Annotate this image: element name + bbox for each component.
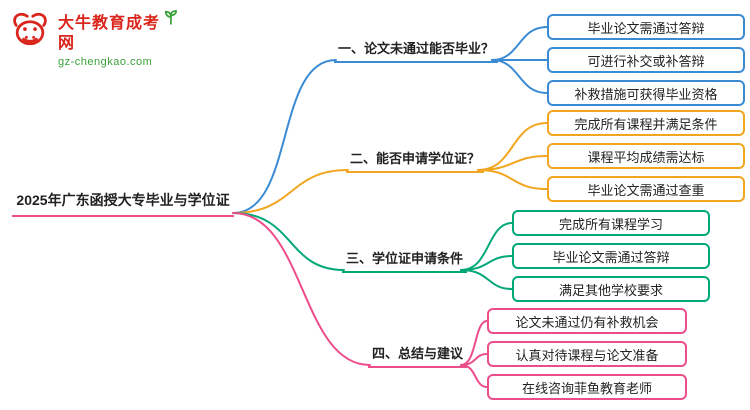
leaf-node: 补救措施可获得毕业资格 xyxy=(547,80,745,106)
logo: 大牛教育成考网 gz-chengkao.com xyxy=(8,8,178,68)
branch-1-label: 一、论文未通过能否毕业？ xyxy=(334,38,499,63)
leaf-node: 课程平均成绩需达标 xyxy=(547,143,745,169)
leaf-node: 毕业论文需通过查重 xyxy=(547,176,745,202)
leaf-node: 认真对待课程与论文准备 xyxy=(487,341,687,367)
branch-3-label: 三、学位证申请条件 xyxy=(342,248,468,273)
leaf-node: 完成所有课程并满足条件 xyxy=(547,110,745,136)
bull-logo-icon xyxy=(13,12,47,46)
leaf-node: 论文未通过仍有补救机会 xyxy=(487,308,687,334)
leaf-node: 在线咨询菲鱼教育老师 xyxy=(487,374,687,400)
leaf-node: 满足其他学校要求 xyxy=(512,276,710,302)
branch-4-label: 四、总结与建议 xyxy=(368,343,468,368)
branch-2-label: 二、能否申请学位证？ xyxy=(346,148,485,173)
branch-1-connectors xyxy=(232,26,548,214)
branch-2-connectors xyxy=(232,122,548,214)
root-node: 2025年广东函授大专毕业与学位证 xyxy=(12,190,234,217)
leaf-node: 毕业论文需通过答辩 xyxy=(547,14,745,40)
sprout-icon xyxy=(165,10,178,25)
logo-subtitle: gz-chengkao.com xyxy=(58,56,153,68)
leaf-node: 完成所有课程学习 xyxy=(512,210,710,236)
branch-3-connectors xyxy=(232,212,513,290)
leaf-node: 毕业论文需通过答辩 xyxy=(512,243,710,269)
leaf-node: 可进行补交或补答辩 xyxy=(547,47,745,73)
branch-4-connectors xyxy=(232,212,488,388)
logo-title: 大牛教育成考网 xyxy=(58,15,161,52)
